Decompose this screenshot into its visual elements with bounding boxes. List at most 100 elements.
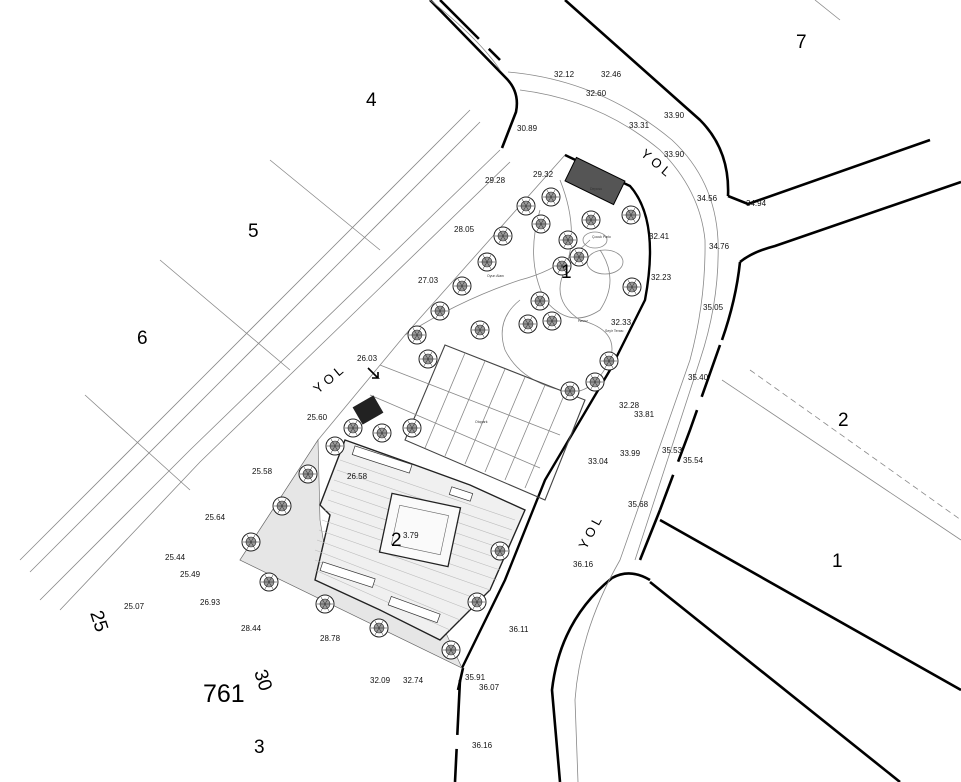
tree-symbol bbox=[325, 436, 345, 456]
elevation-label: 35.40 bbox=[688, 373, 709, 382]
elevation-label: 32.41 bbox=[649, 232, 670, 241]
plot-7-label: 7 bbox=[796, 32, 807, 53]
road-south-label: YOL bbox=[575, 511, 606, 552]
elevation-label: 28.44 bbox=[241, 624, 262, 633]
elevation-label: 33.04 bbox=[588, 457, 609, 466]
elevation-label: 25.64 bbox=[205, 513, 226, 522]
tree-symbol bbox=[541, 187, 561, 207]
site-area-2-label: 2 bbox=[391, 530, 402, 551]
elevation-label: 32.60 bbox=[586, 89, 607, 98]
trees bbox=[241, 187, 642, 660]
tree-symbol bbox=[493, 226, 513, 246]
road-edges bbox=[19, 0, 961, 782]
elevation-label: 32.74 bbox=[403, 676, 424, 685]
elevation-label: 25.07 bbox=[124, 602, 145, 611]
tree-symbol bbox=[452, 276, 472, 296]
elevation-label: 33.99 bbox=[620, 449, 641, 458]
tree-symbol bbox=[315, 594, 335, 614]
elevation-label: 33.31 bbox=[629, 121, 650, 130]
elevation-label: 29.32 bbox=[533, 170, 554, 179]
small-label-seyir: Seyir Terası bbox=[605, 329, 623, 333]
elevation-labels: 32.12 32.46 32.60 30.89 33.31 33.90 33.90 29.28… bbox=[124, 70, 767, 750]
contour-labels: 25 30 bbox=[85, 608, 276, 694]
tree-symbol bbox=[372, 423, 392, 443]
contour-30-label: 30 bbox=[249, 667, 276, 694]
tree-symbol bbox=[298, 464, 318, 484]
tree-symbol bbox=[441, 640, 461, 660]
tree-symbol bbox=[621, 205, 641, 225]
elevation-label: 34.56 bbox=[697, 194, 718, 203]
tree-symbol bbox=[585, 372, 605, 392]
elevation-label: 36.16 bbox=[472, 741, 493, 750]
plot-2-east-label: 2 bbox=[838, 410, 849, 431]
tree-symbol bbox=[407, 325, 427, 345]
tree-symbol bbox=[477, 252, 497, 272]
elevation-label: 3.79 bbox=[403, 531, 419, 540]
utility-box-north bbox=[564, 156, 626, 206]
elevation-label: 25.60 bbox=[307, 413, 328, 422]
elevation-label: 33.90 bbox=[664, 150, 685, 159]
elevation-label: 28.78 bbox=[320, 634, 341, 643]
elevation-label: 25.49 bbox=[180, 570, 201, 579]
elevation-label: 35.54 bbox=[683, 456, 704, 465]
tree-symbol bbox=[560, 381, 580, 401]
elevation-label: 25.58 bbox=[252, 467, 273, 476]
tree-symbol bbox=[558, 230, 578, 250]
entrance-arrow bbox=[367, 367, 380, 379]
utility-box-west bbox=[352, 395, 384, 425]
tree-symbol bbox=[369, 618, 389, 638]
plot-4-label: 4 bbox=[366, 90, 377, 111]
elevation-label: 33.81 bbox=[634, 410, 655, 419]
small-label-oyun: Oyun Alanı bbox=[487, 274, 504, 278]
small-label-otopark: Otopark bbox=[475, 420, 488, 424]
site-area-1-label: 1 bbox=[561, 262, 572, 283]
tree-symbol bbox=[552, 256, 572, 276]
tree-symbol bbox=[531, 214, 551, 234]
tree-symbol bbox=[259, 572, 279, 592]
tree-symbol bbox=[516, 196, 536, 216]
tree-symbol bbox=[241, 532, 261, 552]
tree-symbol bbox=[542, 311, 562, 331]
elevation-label: 26.03 bbox=[357, 354, 378, 363]
tree-symbol bbox=[622, 277, 642, 297]
elevation-label: 32.46 bbox=[601, 70, 622, 79]
elevation-label: 26.93 bbox=[200, 598, 221, 607]
elevation-label: 32.12 bbox=[554, 70, 575, 79]
small-label-cocuk: Çocuk Parkı bbox=[592, 235, 611, 239]
small-label-havuz: Havuz bbox=[578, 319, 588, 323]
elevation-label: 33.90 bbox=[664, 111, 685, 120]
elevation-label: 36.16 bbox=[573, 560, 594, 569]
elevation-label: 32.09 bbox=[370, 676, 391, 685]
tree-symbol bbox=[418, 349, 438, 369]
elevation-label: 30.89 bbox=[517, 124, 538, 133]
tree-symbol bbox=[581, 210, 601, 230]
parcel-labels: 7 4 5 6 2 1 3 1 2 761 bbox=[137, 32, 849, 758]
elevation-label: 28.05 bbox=[454, 225, 475, 234]
contour-25-label: 25 bbox=[85, 608, 112, 635]
plot-6-label: 6 bbox=[137, 328, 148, 349]
tree-symbol bbox=[467, 592, 487, 612]
tree-symbol bbox=[530, 291, 550, 311]
elevation-label: 27.03 bbox=[418, 276, 439, 285]
elevation-label: 26.58 bbox=[347, 472, 368, 481]
tree-symbol bbox=[430, 301, 450, 321]
tree-symbol bbox=[272, 496, 292, 516]
plot-3-label: 3 bbox=[254, 737, 265, 758]
plot-5-label: 5 bbox=[248, 221, 259, 242]
elevation-label: 35.05 bbox=[703, 303, 724, 312]
elevation-label: 35.53 bbox=[662, 446, 683, 455]
elevation-label: 36.07 bbox=[479, 683, 500, 692]
main-building bbox=[314, 439, 526, 641]
elevation-label: 32.28 bbox=[619, 401, 640, 410]
small-label-deposu: Deposu bbox=[590, 187, 602, 191]
plot-1-east-label: 1 bbox=[832, 551, 843, 572]
tree-symbol bbox=[569, 247, 589, 267]
tree-symbol bbox=[402, 418, 422, 438]
area-small-labels: Otopark Oyun Alanı Seyir Terası Çocuk Pa… bbox=[475, 187, 623, 424]
elevation-label: 36.11 bbox=[509, 625, 529, 634]
tree-symbol bbox=[518, 314, 538, 334]
elevation-label: 29.28 bbox=[485, 176, 506, 185]
tree-symbol bbox=[490, 541, 510, 561]
elevation-label: 32.33 bbox=[611, 318, 632, 327]
